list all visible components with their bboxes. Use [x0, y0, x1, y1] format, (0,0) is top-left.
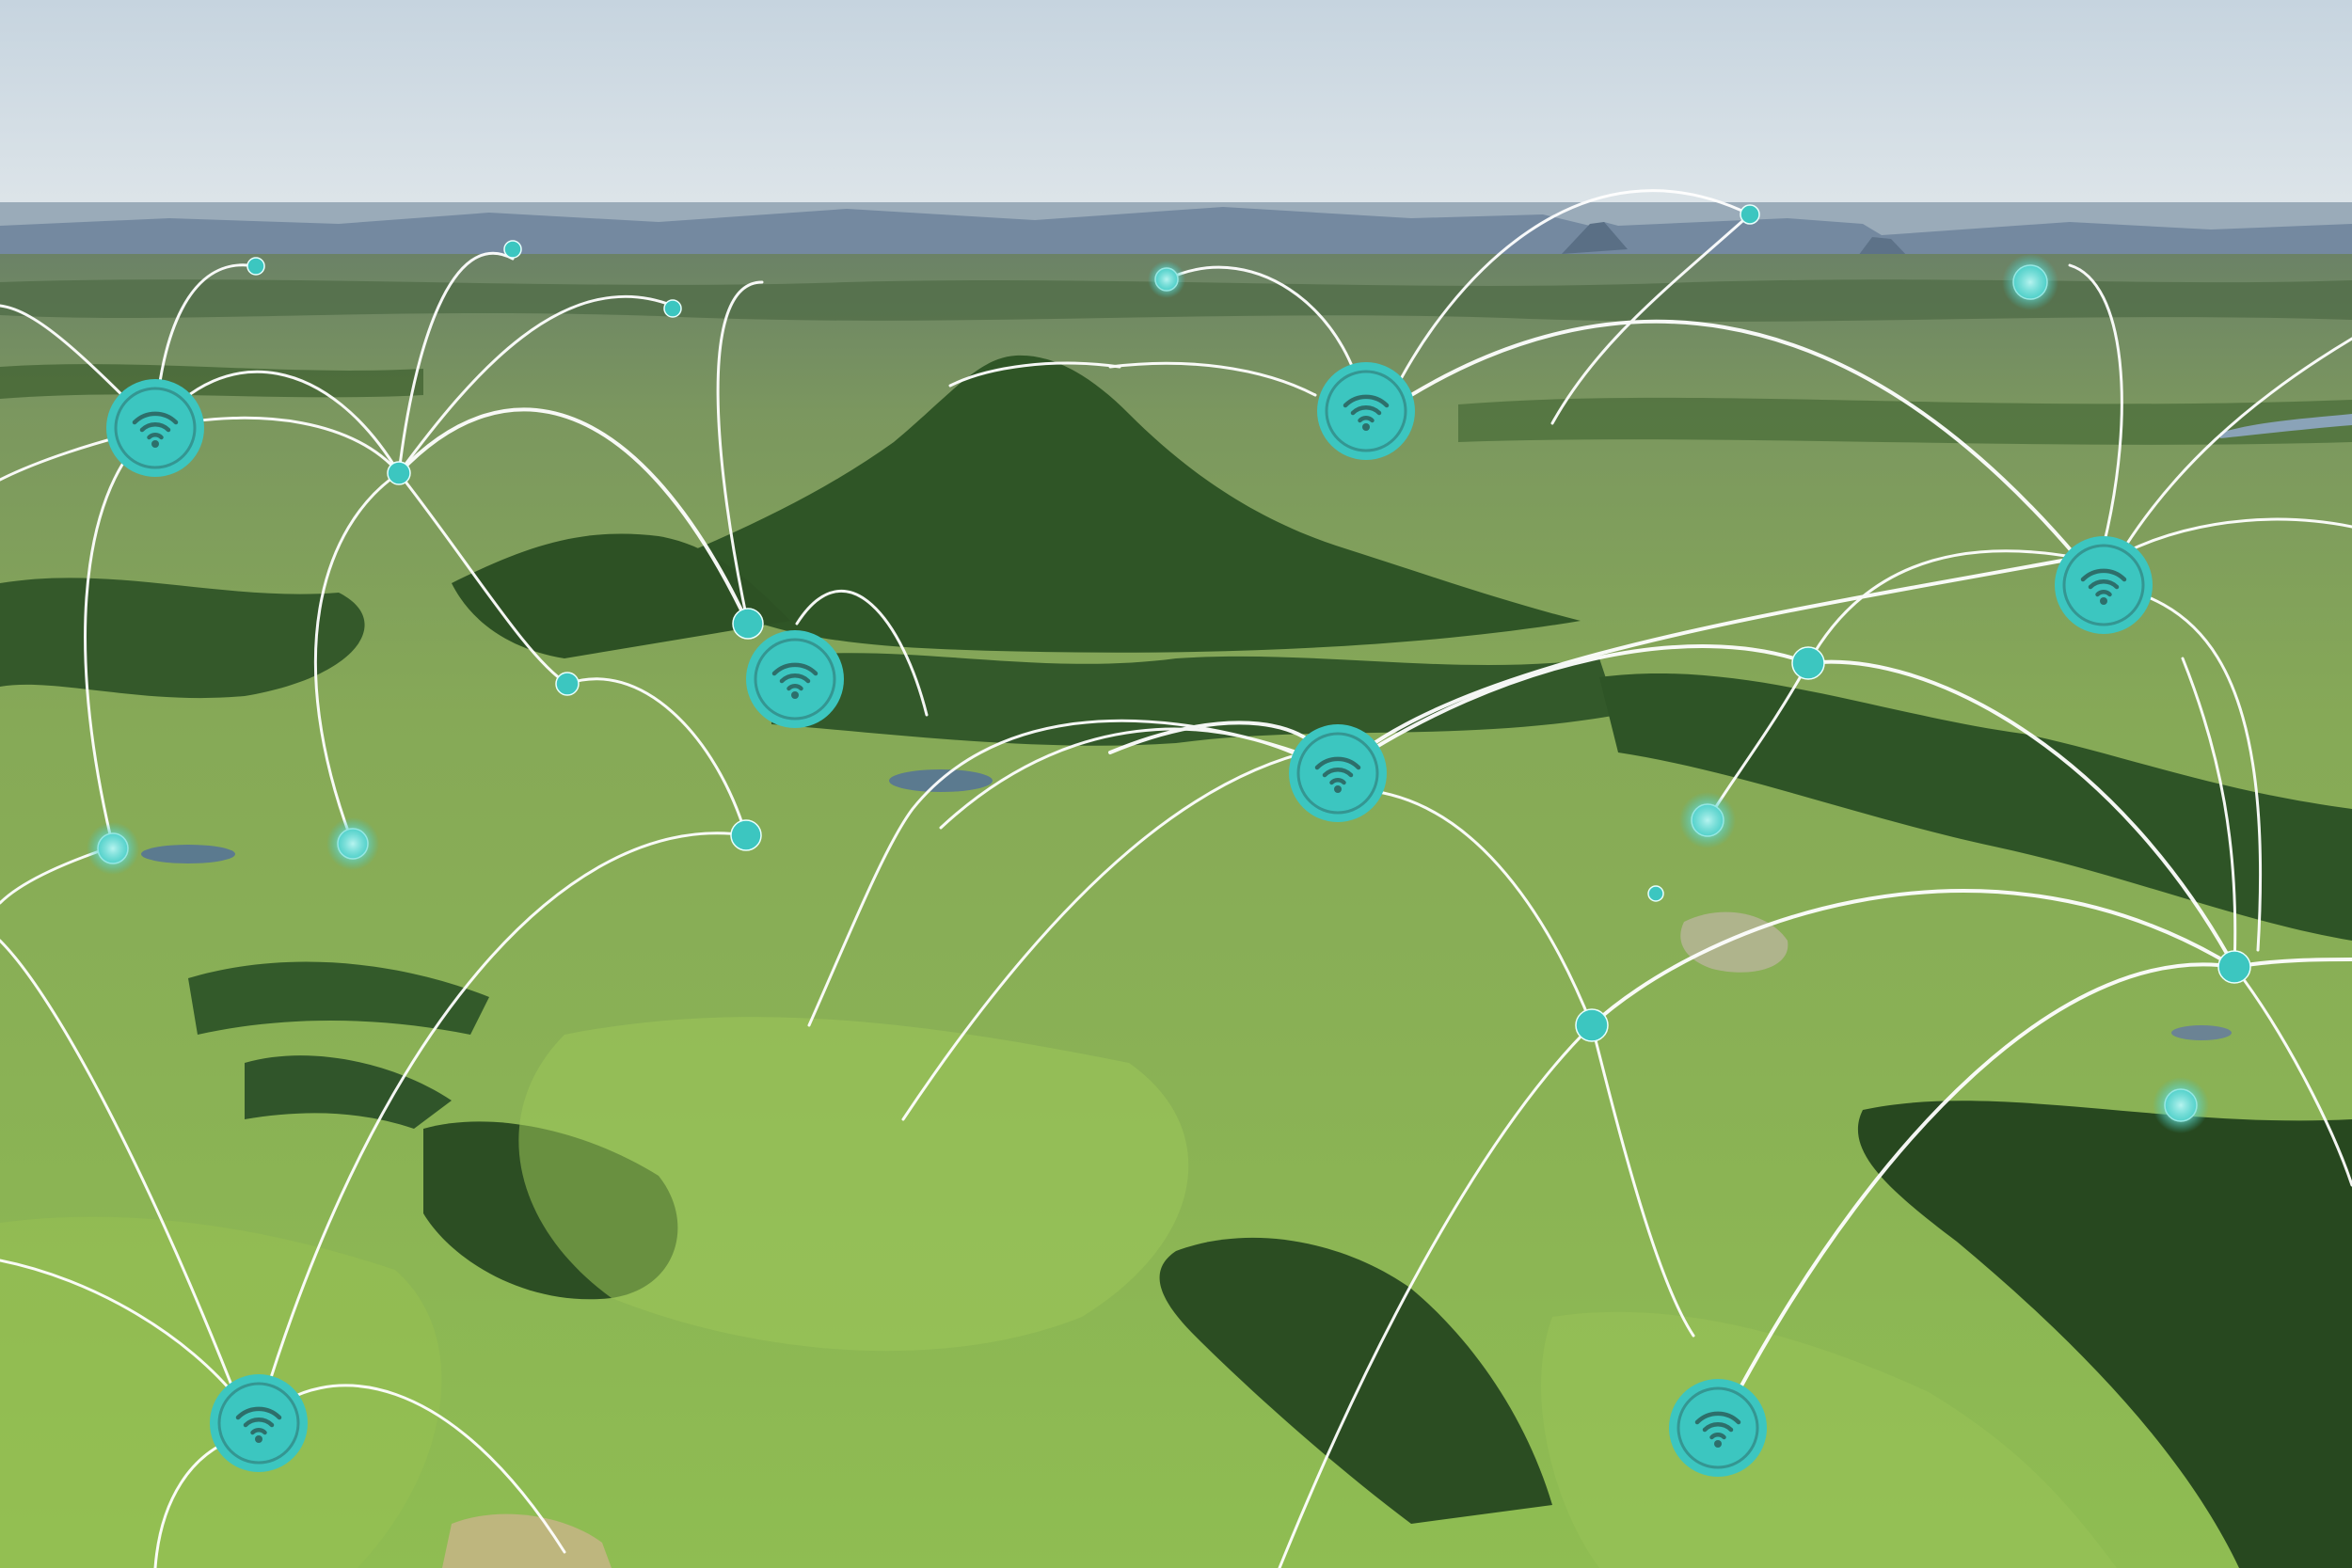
- junction-dot: [555, 672, 580, 696]
- link: [1590, 1023, 1695, 1338]
- wifi-hub: [2055, 536, 2153, 634]
- link: [0, 1259, 242, 1403]
- wifi-hub: [106, 379, 204, 477]
- wifi-hub: [1669, 1379, 1767, 1477]
- junction-dot: [663, 299, 682, 318]
- junction-dot: [1740, 204, 1760, 225]
- link: [2102, 581, 2263, 952]
- link: [716, 280, 764, 626]
- wifi-hubs: [106, 362, 2153, 1477]
- pasture-patch-1: [518, 1017, 1189, 1352]
- link: [1391, 189, 1752, 397]
- wifi-hub: [1317, 362, 1415, 460]
- tree-band-right: [1458, 397, 2352, 445]
- junction-dot: [1647, 885, 1664, 902]
- link: [1590, 889, 2236, 1027]
- link: [2233, 958, 2352, 969]
- junction-dot: [1791, 646, 1825, 680]
- link: [84, 426, 157, 848]
- network-links: [0, 189, 2352, 1568]
- junction-dot: [387, 461, 411, 485]
- distant-peak: [1562, 222, 1628, 254]
- link: [2102, 337, 2352, 585]
- link: [313, 471, 401, 846]
- tree-line-1: [188, 961, 489, 1035]
- central-mountain: [659, 355, 1581, 653]
- junction-glow: [1679, 792, 1736, 848]
- link: [397, 471, 569, 686]
- junction-dot: [2217, 950, 2251, 984]
- junction-dot: [503, 240, 522, 259]
- link: [1550, 213, 1752, 425]
- link: [1806, 549, 2079, 665]
- junction-dot: [732, 608, 764, 640]
- link: [1108, 361, 1317, 397]
- link: [0, 939, 246, 1420]
- junction-glow: [2002, 254, 2058, 310]
- distant-peak-2: [1858, 237, 1910, 259]
- forest-lower-center: [1159, 1237, 1552, 1524]
- wifi-hub: [210, 1374, 308, 1472]
- link: [2233, 965, 2352, 1187]
- river-far-right: [2220, 414, 2352, 438]
- dirt-patch: [442, 1513, 612, 1568]
- forest-left-mid: [0, 578, 365, 699]
- network-junctions: [97, 204, 2251, 1122]
- link: [565, 677, 748, 837]
- link: [262, 832, 748, 1403]
- wifi-hub: [746, 630, 844, 728]
- link: [1362, 788, 1594, 1027]
- link: [397, 407, 750, 626]
- link: [2068, 263, 2123, 547]
- sky: [0, 0, 2352, 226]
- forest-right-lower: [1857, 1101, 2352, 1568]
- wifi-hub: [1289, 724, 1387, 822]
- link: [1806, 659, 2236, 969]
- link: [1336, 556, 2079, 773]
- link: [807, 719, 1300, 1027]
- forest-right: [1599, 673, 2352, 941]
- link: [1409, 319, 2079, 560]
- pasture-patch-3: [1541, 1311, 2117, 1568]
- mountain-ridge: [452, 533, 790, 658]
- junction-glow: [87, 822, 139, 875]
- pond-3: [2171, 1025, 2232, 1040]
- junction-glows: [87, 254, 2209, 1133]
- junction-glow: [1148, 261, 1185, 298]
- link: [397, 251, 515, 475]
- link: [1739, 962, 2236, 1389]
- junction-dot: [730, 819, 762, 851]
- far-trees: [0, 279, 2352, 322]
- link: [795, 590, 929, 717]
- junction-dot: [246, 257, 265, 276]
- link: [2181, 657, 2237, 969]
- link: [948, 361, 1121, 388]
- junction-glow: [2153, 1077, 2209, 1133]
- junction-glow: [326, 817, 379, 870]
- pond-2: [141, 845, 235, 863]
- link: [1278, 1023, 1594, 1568]
- link: [1336, 644, 1810, 773]
- tree-line-2: [245, 1055, 452, 1129]
- junction-dot: [1575, 1008, 1609, 1042]
- link: [397, 294, 675, 475]
